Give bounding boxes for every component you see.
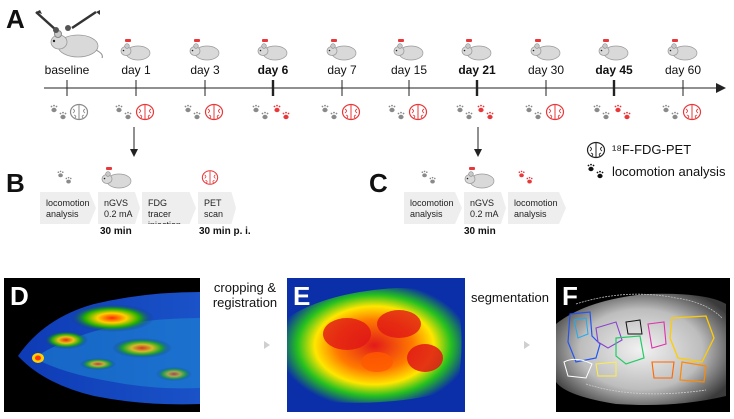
step-cropping-registration: cropping & registration	[212, 280, 278, 310]
b-paws-gray-icon	[57, 170, 72, 184]
timeline-rat-icon	[667, 39, 698, 61]
paws-icon	[662, 104, 679, 120]
panel-letter-b: B	[6, 168, 25, 198]
b-step-fdg: FDG tracer injection	[142, 192, 196, 224]
paws-icon	[388, 104, 405, 120]
c-time-30min: 30 min	[464, 226, 496, 237]
timeline	[44, 39, 726, 121]
brain-icon	[204, 103, 224, 121]
b-brain-red-icon	[201, 170, 219, 185]
brain-icon	[135, 103, 155, 121]
timeline-day-label: day 60	[664, 63, 702, 77]
c-step-locomotion-pre: locomotion analysis	[404, 192, 462, 224]
paws-icon	[252, 104, 269, 120]
baseline-rat-electrodes-icon	[35, 10, 103, 59]
panel-f-segmentation-image	[556, 278, 730, 412]
timeline-rat-icon	[257, 39, 288, 61]
arrow-down-day1-icon	[130, 127, 138, 157]
timeline-rat-icon	[189, 39, 220, 61]
brain-icon	[408, 103, 428, 121]
b-time-30min: 30 min	[100, 226, 132, 237]
paws-icon	[477, 104, 494, 120]
brain-icon	[545, 103, 565, 121]
timeline-rat-icon	[461, 39, 492, 61]
timeline-day-label: day 15	[390, 63, 428, 77]
paws-icon	[115, 104, 132, 120]
paws-legend-icon	[587, 163, 604, 179]
timeline-rat-icon	[530, 39, 561, 61]
locomotion-legend-label: locomotion analysis	[612, 164, 726, 179]
b-step-ngvs: nGVS 0.2 mA	[98, 192, 140, 224]
panel-letter-c: C	[369, 168, 388, 198]
paws-icon	[456, 104, 473, 120]
step-segmentation: segmentation	[470, 290, 550, 305]
b-time-30min-pi: 30 min p. i.	[199, 226, 251, 237]
panel-e-pet-image	[287, 278, 465, 412]
brain-icon	[341, 103, 361, 121]
brain-icon	[682, 103, 702, 121]
timeline-day-label: day 30	[527, 63, 565, 77]
c-rat-icon	[464, 167, 495, 189]
b-step-locomotion: locomotion analysis	[40, 192, 96, 224]
panel-letter-d: D	[10, 281, 29, 311]
paws-icon	[273, 104, 290, 120]
panel-letter-f: F	[562, 281, 578, 311]
timeline-rat-icon	[393, 39, 424, 61]
paws-icon	[50, 104, 67, 120]
timeline-rat-icon	[120, 39, 151, 61]
paws-icon	[525, 104, 542, 120]
paws-icon	[614, 104, 631, 120]
timeline-day-label: baseline	[44, 63, 90, 77]
paws-icon	[321, 104, 338, 120]
panel-letter-e: E	[293, 281, 311, 311]
timeline-rat-icon	[598, 39, 629, 61]
timeline-rat-icon	[326, 39, 357, 61]
b-rat-icon	[101, 167, 132, 189]
timeline-arrowhead-icon	[716, 83, 726, 93]
pet-legend-label: ¹⁸F-FDG-PET	[612, 142, 692, 157]
panel-letter-a: A	[6, 4, 25, 34]
c-paws-red-icon	[518, 170, 533, 184]
arrow-right-1-icon	[264, 341, 270, 349]
timeline-day-label: day 1	[121, 63, 151, 77]
timeline-day-label: day 45	[595, 63, 633, 77]
b-step-pet: PET scan	[198, 192, 236, 224]
brain-legend-icon	[586, 141, 606, 159]
arrow-down-day21-icon	[474, 127, 482, 157]
timeline-day-label: day 21	[458, 63, 496, 77]
timeline-day-label: day 3	[190, 63, 220, 77]
paws-icon	[184, 104, 201, 120]
c-step-locomotion-post: locomotion analysis	[508, 192, 566, 224]
brain-icon	[69, 103, 89, 121]
timeline-day-label: day 7	[327, 63, 357, 77]
c-step-ngvs: nGVS 0.2 mA	[464, 192, 506, 224]
timeline-day-label: day 6	[257, 63, 289, 77]
c-paws-gray-icon	[421, 170, 436, 184]
arrow-right-2-icon	[524, 341, 530, 349]
paws-icon	[593, 104, 610, 120]
panel-d-pet-image	[4, 278, 200, 412]
